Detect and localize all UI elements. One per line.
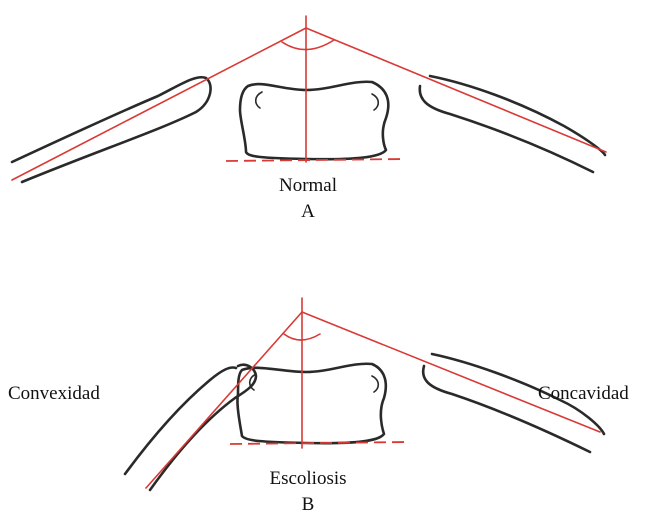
baseline-a [226, 159, 406, 161]
vertebra-a-left-notch [256, 92, 262, 108]
vertebra-b [237, 364, 385, 444]
label-concavidad: Concavidad [538, 384, 629, 403]
vertebra-a-right-notch [372, 94, 378, 110]
angle-line-left-b [146, 312, 302, 488]
vertebra-b-right-notch [372, 376, 378, 392]
caption-normal: Normal [279, 176, 337, 195]
right-rib-a [420, 76, 605, 172]
left-rib-b [125, 365, 256, 490]
figure-b-escoliosis [125, 298, 604, 490]
figure-a-normal [12, 16, 606, 182]
label-convexidad: Convexidad [8, 384, 100, 403]
angle-line-right-b [302, 312, 600, 432]
caption-letter-a: A [301, 202, 315, 221]
caption-letter-b: B [302, 495, 315, 514]
caption-escoliosis: Escoliosis [269, 469, 346, 488]
angle-line-right-a [306, 28, 606, 152]
vertebra-a [240, 82, 388, 160]
angle-arc-a [282, 40, 334, 50]
